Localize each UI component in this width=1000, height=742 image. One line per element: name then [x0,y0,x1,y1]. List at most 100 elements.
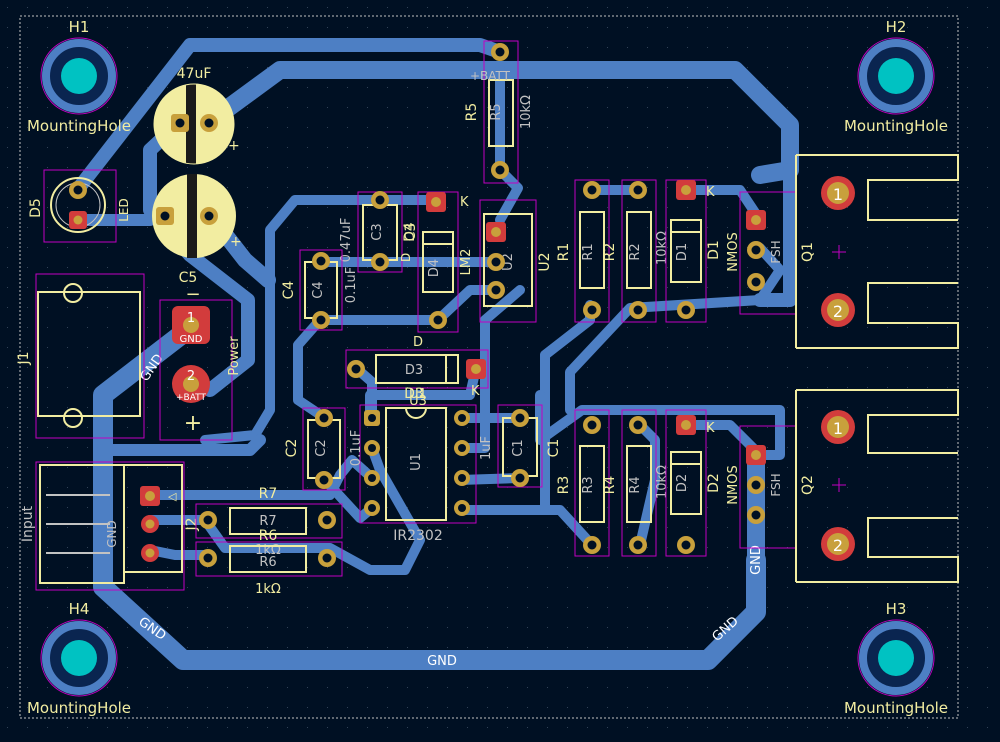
regulator-u2[interactable]: U2 U2 LM2 [459,199,553,323]
diode-d2[interactable]: D2 D2 K [665,409,722,557]
pad[interactable] [364,500,380,516]
r7-ref: R7 [259,486,278,502]
resistor-r5[interactable]: R5 R5 10kΩ +BATT [464,40,534,184]
u2-value: LM2 [459,249,474,276]
pad[interactable] [583,416,601,434]
pad[interactable] [454,500,470,516]
mosfet-q1[interactable]: Q1 NMOS FSH [726,154,959,349]
driver-ic-u1[interactable]: U1 IR2302 U1 U3 [359,387,477,544]
pad[interactable] [466,359,486,379]
pad[interactable] [364,410,380,426]
j1-pad-1[interactable]: 1 GND [172,306,210,345]
pad[interactable] [364,470,380,486]
c3-ref: C3 [403,223,419,242]
c1-fab: C1 [511,439,526,456]
mosfet-q2[interactable]: Q2 NMOS FSH [726,389,959,583]
led-d5[interactable]: D5 LED [28,169,131,243]
mounting-hole-h3[interactable]: H3 MountingHole [844,600,948,717]
pad[interactable] [371,191,389,209]
pad[interactable] [312,311,330,329]
pad[interactable] [454,470,470,486]
resistor-r6[interactable]: R6 R6 1kΩ [195,528,343,597]
pad[interactable] [69,181,87,199]
u1-track-7 [455,505,597,550]
q1-pad-2[interactable]: 2 [821,293,855,327]
pad[interactable] [746,445,766,465]
pad[interactable] [156,207,174,225]
pad[interactable] [676,180,696,200]
net-label-gnd-q2: GND [749,545,764,575]
pad[interactable] [454,440,470,456]
pad[interactable] [312,252,330,270]
pad[interactable] [747,476,765,494]
j1-pad1-number: 1 [187,311,195,326]
pad[interactable] [629,536,647,554]
mounting-hole-h1[interactable]: H1 MountingHole [27,18,131,135]
pad[interactable] [491,161,509,179]
pad[interactable] [347,360,365,378]
pad[interactable] [491,43,509,61]
pad[interactable] [200,114,218,132]
q1-pad-1[interactable]: 1 [821,176,855,210]
pad[interactable] [454,410,470,426]
pad[interactable] [199,549,217,567]
j1-pad-2[interactable]: 2 +BATT [172,365,210,403]
q2-fab: FSH [769,473,783,496]
pad[interactable] [199,511,217,529]
pad[interactable] [677,536,695,554]
battery-connector-j1[interactable]: J1 − + Power [16,273,242,441]
d2-k: K [706,421,715,436]
pad[interactable] [746,210,766,230]
pad[interactable] [487,253,505,271]
top-left-track [71,38,507,196]
mounting-hole-h4[interactable]: H4 MountingHole [27,600,131,717]
pad[interactable] [69,211,87,229]
pad[interactable] [315,471,333,489]
pad[interactable] [141,544,159,562]
q2-pad-1[interactable]: 1 [821,410,855,444]
pad[interactable] [371,253,389,271]
pad[interactable] [629,181,647,199]
input-track-1 [145,455,377,500]
capacitor-c4[interactable]: C4 C4 0.1uF [281,249,359,331]
q2-pad-2[interactable]: 2 [821,527,855,561]
pad[interactable] [511,409,529,427]
pad[interactable] [318,549,336,567]
pad[interactable] [486,222,506,242]
pad[interactable] [629,301,647,319]
pad[interactable] [583,536,601,554]
d1-fab: D1 [675,243,690,261]
copper-tracks [71,38,799,670]
u1-fab: U1 [409,453,424,471]
pad[interactable] [364,440,380,456]
c4-ref: C4 [281,281,297,300]
pad[interactable] [747,273,765,291]
mounting-hole-h2[interactable]: H2 MountingHole [844,18,948,135]
pad[interactable] [318,511,336,529]
pad[interactable] [677,301,695,319]
pad[interactable] [583,301,601,319]
u1-ref: U1 [409,387,427,402]
pad[interactable] [747,506,765,524]
pad[interactable] [429,311,447,329]
pad[interactable] [487,281,505,299]
pad[interactable] [426,192,446,212]
pad[interactable] [171,114,189,132]
pad[interactable] [141,515,159,533]
pad[interactable] [140,486,160,506]
resistor-r1[interactable]: R1 R1 [556,179,610,323]
pad[interactable] [511,469,529,487]
pad[interactable] [315,409,333,427]
pad[interactable] [200,207,218,225]
pad[interactable] [583,181,601,199]
diode-d3[interactable]: D3 D3 K D [345,335,489,402]
j1-plus: + [184,411,202,436]
electrolytic-cap-c5[interactable]: C5 + [152,174,242,286]
d3-d: D [413,335,423,350]
pad[interactable] [676,415,696,435]
pad[interactable] [747,241,765,259]
j2-value: Input [20,505,36,542]
pad[interactable] [629,416,647,434]
resistor-r3[interactable]: R3 R3 [556,409,610,557]
board-outline [19,15,959,719]
